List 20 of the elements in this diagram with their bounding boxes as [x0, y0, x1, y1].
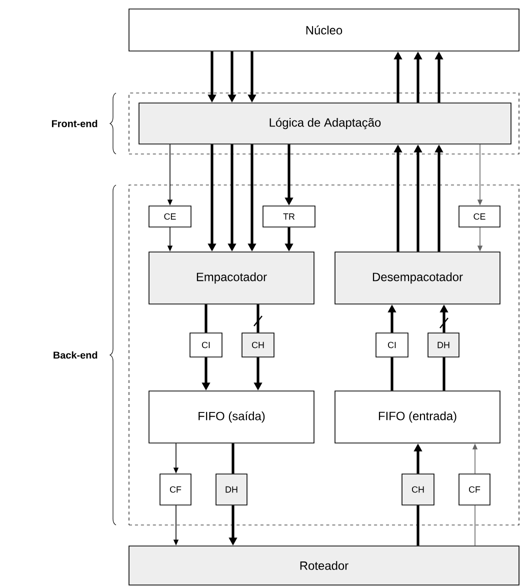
region-label: Back-end — [54, 351, 98, 359]
signal-box: CI — [190, 332, 222, 358]
signal-box: CH — [402, 474, 434, 506]
process-box: FIFO (entrada) — [334, 390, 500, 444]
signal-box: CF — [458, 474, 490, 506]
process-box: Empacotador — [148, 252, 314, 304]
process-box: Roteador — [128, 546, 520, 586]
signal-box: DH — [428, 332, 460, 358]
process-box: Núcleo — [128, 8, 520, 52]
process-box: FIFO (saída) — [148, 390, 314, 444]
process-box: Desempacotador — [334, 252, 500, 304]
signal-box: CF — [160, 474, 192, 506]
region-label: Front-end — [52, 120, 98, 128]
signal-box: TR — [262, 206, 316, 228]
signal-box: CI — [376, 332, 408, 358]
signal-box: CE — [458, 206, 500, 228]
signal-box: CE — [148, 206, 192, 228]
process-box: Lógica de Adaptação — [138, 102, 512, 144]
signal-box: DH — [216, 474, 248, 506]
signal-box: CH — [242, 332, 274, 358]
